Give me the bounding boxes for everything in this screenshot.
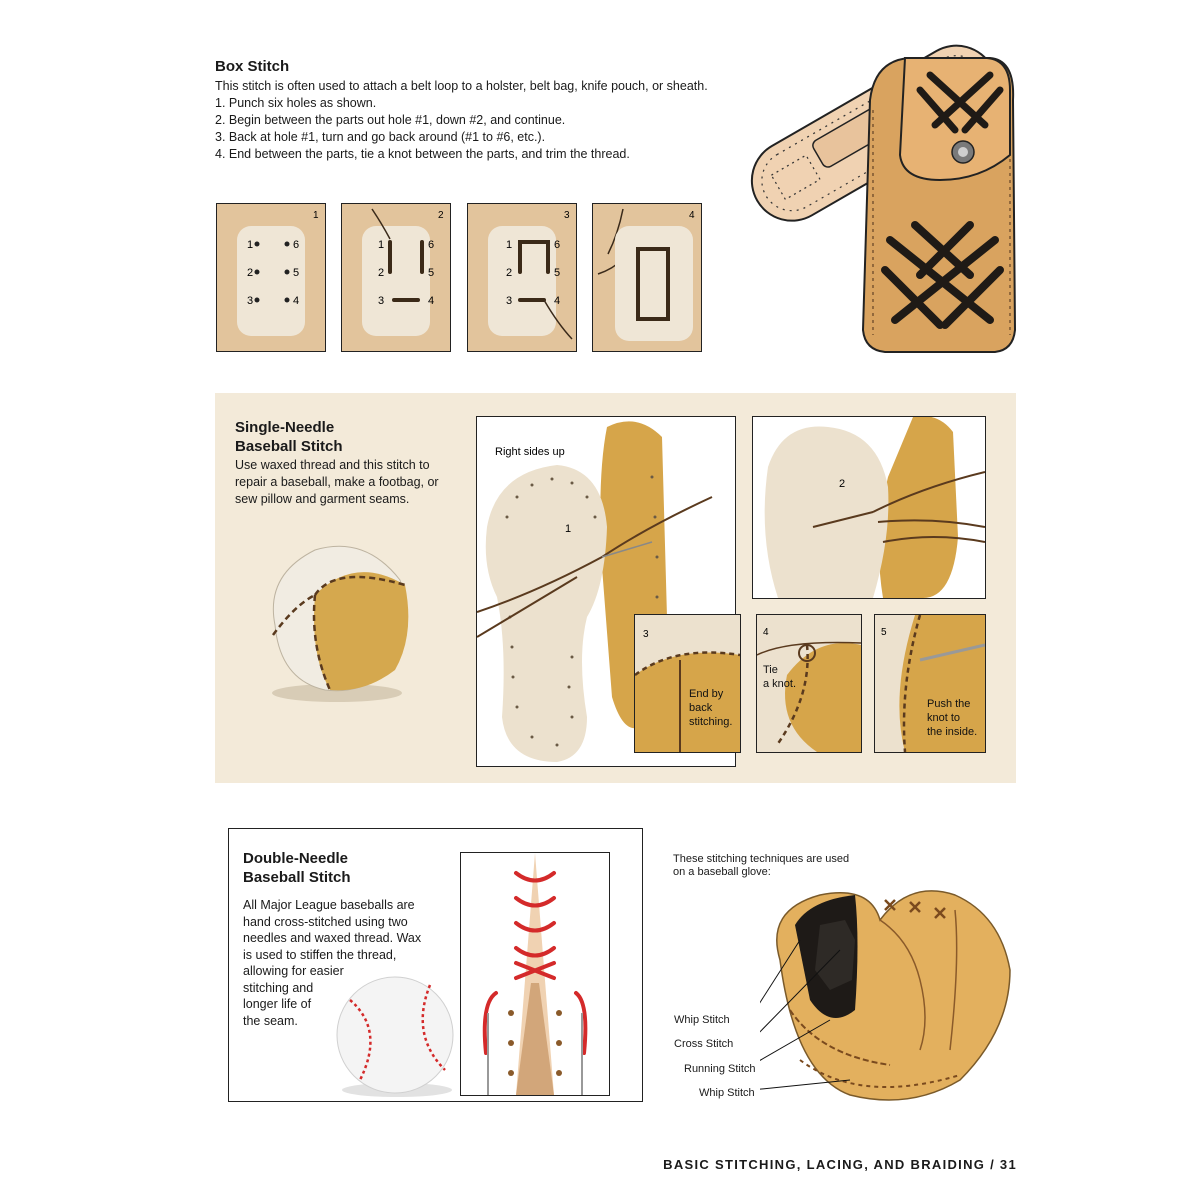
description-line: allowing for easier [243,964,344,978]
hole-label: 2 [506,267,512,279]
caption-line: back [689,702,713,714]
caption-line: on a baseball glove: [673,866,771,878]
box-stitch-line: 3. Back at hole #1, turn and go back aro… [215,130,546,144]
description-line: stitching and [243,980,314,995]
knife-pouch-illustration [750,44,1017,353]
box-stitch-line: 1. Punch six holes as shown. [215,96,377,110]
glove-label-cross-stitch: Cross Stitch [674,1038,734,1050]
hole-label: 6 [428,239,434,251]
caption-line: the inside. [927,726,977,738]
single-needle-description: Use waxed thread and this stitch to repa… [235,457,439,508]
panel-number: 1 [313,210,319,221]
description-line: is used to stiffen the thread, [243,947,397,962]
hole-label: 4 [554,295,560,307]
hole-label: 2 [378,267,384,279]
box-stitch-step-3-photo: 3 1 2 3 4 5 6 [467,203,577,352]
description-line: hand cross-stitched using two [243,914,408,929]
caption-line: a knot. [763,678,796,690]
hole-label: 2 [247,267,253,279]
box-stitch-line: This stitch is often used to attach a be… [215,79,708,93]
hole-label: 3 [247,295,253,307]
baseball-glove-illustration [760,890,1011,1101]
box-stitch-line: 4. End between the parts, tie a knot bet… [215,147,630,161]
hole-label: 5 [428,267,434,279]
description-line: All Major League baseballs are [243,898,415,912]
step-number: 3 [643,629,649,640]
box-stitch-title: Box Stitch [215,58,290,75]
box-stitch-instructions: This stitch is often used to attach a be… [215,78,708,163]
panel-number: 3 [564,210,570,221]
title-line: Baseball Stitch [243,869,351,886]
hole-label: 1 [506,239,512,251]
single-needle-step-4-photo: 4 Tie a knot. [756,614,862,753]
caption-line: Tie [763,664,778,676]
hole-label: 6 [293,239,299,251]
hole-label: 1 [378,239,384,251]
single-needle-step-3-photo: 3 End by back stitching. [634,614,741,753]
glove-label-whip-stitch-2: Whip Stitch [699,1087,755,1099]
description-line: longer life of [243,997,312,1011]
description-line: repair a baseball, make a footbag, or [235,475,439,489]
hole-label: 6 [554,239,560,251]
caption-line: Push the [927,698,970,710]
title-line: Double-Needle [243,850,349,867]
box-stitch-step-1-photo: 1 1 2 3 4 5 6 [216,203,326,352]
hole-label: 5 [293,267,299,279]
box-stitch-step-2-photo: 2 1 2 3 4 5 6 [341,203,451,352]
box-stitch-line: 2. Begin between the parts out hole #1, … [215,113,566,127]
single-needle-title: Single-Needle Baseball Stitch [235,418,343,456]
double-needle-diagram [460,852,610,1096]
panel-number: 4 [689,210,695,221]
description-line: needles and waxed thread. Wax [243,931,422,945]
description-line: the seam. [243,1013,298,1028]
glove-label-running-stitch: Running Stitch [684,1063,756,1075]
hole-label: 3 [378,295,384,307]
photo-label: Right sides up [495,446,565,458]
single-needle-step-5-photo: 5 Push the knot to the inside. [874,614,986,753]
double-needle-description: All Major League baseballs are hand cros… [243,897,421,1029]
title-line: Baseball Stitch [235,438,343,455]
step-number: 2 [839,478,845,490]
single-needle-step-2-photo: 2 [752,416,986,599]
caption-line: knot to [927,712,960,724]
description-line: Use waxed thread and this stitch to [235,458,430,472]
hole-label: 5 [554,267,560,279]
glove-label-whip-stitch: Whip Stitch [674,1014,730,1026]
step-number: 4 [763,627,769,638]
hole-label: 4 [293,295,299,307]
description-line: sew pillow and garment seams. [235,492,410,506]
caption-line: These stitching techniques are used [673,853,850,865]
step-number: 5 [881,627,887,638]
page-footer: BASIC STITCHING, LACING, AND BRAIDING / … [663,1157,1017,1172]
footbag-illustration [271,545,409,702]
hole-label: 3 [506,295,512,307]
step-number: 1 [565,523,571,535]
caption-line: stitching. [689,716,732,728]
glove-caption: These stitching techniques are used on a… [673,853,849,879]
title-line: Single-Needle [235,419,335,436]
caption-line: End by [689,688,724,700]
hole-label: 4 [428,295,434,307]
baseball-illustration [336,976,454,1097]
box-stitch-step-4-photo: 4 [592,203,702,352]
panel-number: 2 [438,210,444,221]
double-needle-title: Double-Needle Baseball Stitch [243,849,351,887]
hole-label: 1 [247,239,253,251]
